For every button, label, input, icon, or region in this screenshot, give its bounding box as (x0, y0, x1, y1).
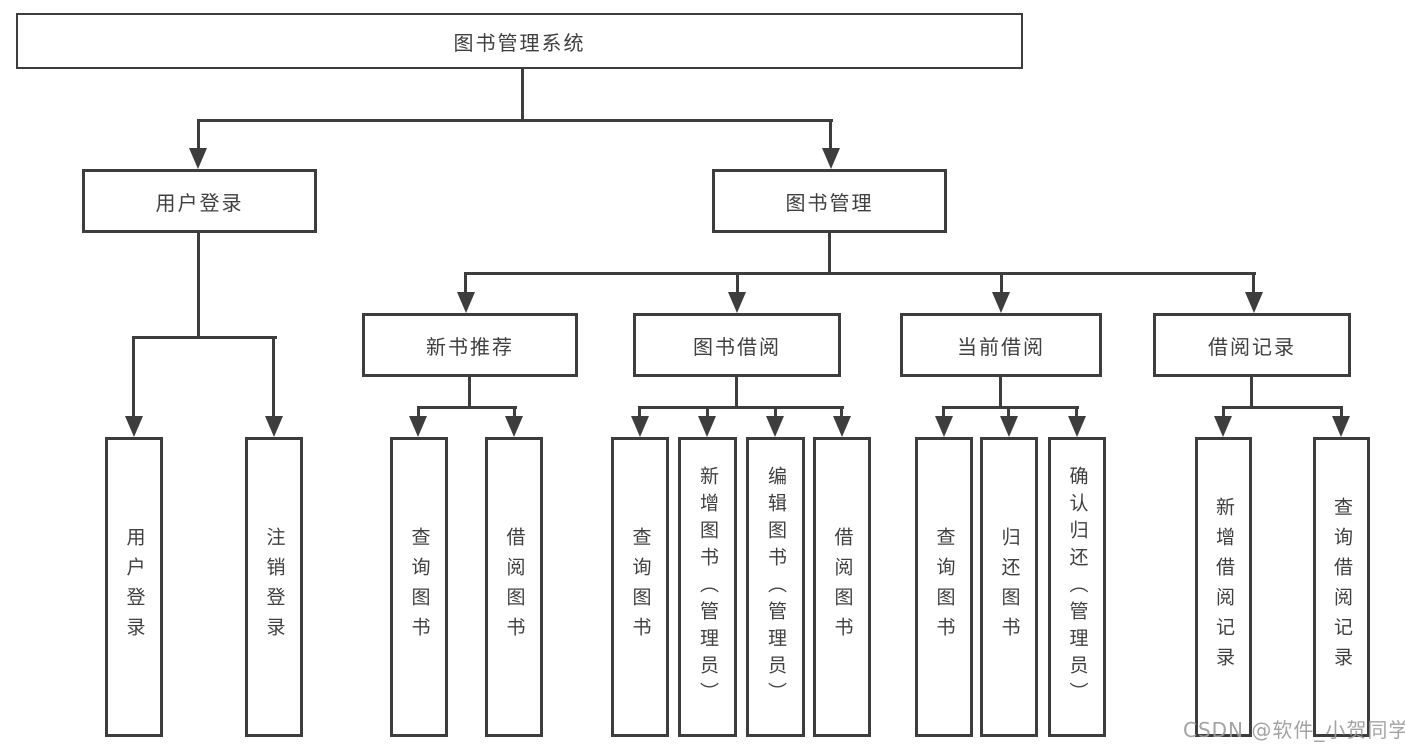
connector-to-book-borrow-stem (736, 272, 739, 297)
connector-book-management-crossbar (464, 272, 1256, 275)
leaf-label: 查询图书 (408, 527, 431, 647)
arrow-down-leaf (698, 416, 716, 437)
node-book-borrowing: 图书借阅 (633, 313, 841, 377)
leaf-label: 注销登录 (263, 527, 286, 647)
arrow-down-leaf-login (125, 416, 143, 437)
connector-leaf-stem (417, 406, 420, 420)
leaf-logout: 注销登录 (245, 437, 303, 737)
connector-to-user-login-stem (197, 119, 200, 153)
connector-leaf-stem (513, 406, 516, 420)
leaf-label: 查询借阅记录 (1331, 497, 1353, 677)
connector-leaf-stem (1222, 406, 1225, 420)
arrow-down-user-login (189, 148, 207, 169)
arrow-down-leaf (505, 416, 523, 437)
arrow-down-leaf (833, 416, 851, 437)
leaf-label: 借阅图书 (831, 527, 854, 647)
node-current-borrowing: 当前借阅 (900, 313, 1102, 377)
leaf-confirm-return-admin: 确认归还（管理员） (1048, 437, 1106, 737)
leaf-label: 新增借阅记录 (1213, 497, 1235, 677)
connector-leaf-stem (638, 406, 641, 420)
leaf-borrow-books-borrowing: 借阅图书 (813, 437, 871, 737)
leaf-edit-book-admin: 编辑图书（管理员） (746, 437, 805, 737)
leaf-return-books: 归还图书 (980, 437, 1038, 737)
arrow-down-leaf (1068, 416, 1086, 437)
connector-borrow-record-crossbar (1222, 406, 1343, 409)
leaf-label: 新增图书（管理员） (697, 465, 719, 709)
node-user-login: 用户登录 (82, 169, 317, 233)
connector-leaf-stem (1007, 406, 1010, 420)
node-library-management-system: 图书管理系统 (16, 13, 1023, 69)
arrow-down-current-borrowing (992, 292, 1010, 313)
connector-to-new-book-stem (464, 272, 467, 297)
leaf-label: 归还图书 (998, 527, 1021, 647)
arrow-down-leaf (766, 416, 784, 437)
node-label: 新书推荐 (426, 334, 514, 359)
connector-book-borrow-crossbar (638, 406, 844, 409)
connector-to-current-borrow-stem (1000, 272, 1003, 297)
leaf-label: 用户登录 (123, 527, 146, 647)
node-borrowing-records: 借阅记录 (1153, 313, 1351, 377)
connector-to-book-management-stem (829, 119, 832, 153)
leaf-add-borrow-record: 新增借阅记录 (1195, 437, 1252, 737)
connector-to-leaf-logout-stem (272, 336, 275, 421)
arrow-down-leaf (1000, 416, 1018, 437)
arrow-down-leaf (1214, 416, 1232, 437)
connector-book-borrow-stem (735, 377, 738, 409)
connector-leaf-stem (942, 406, 945, 420)
arrow-down-leaf (935, 416, 953, 437)
leaf-borrow-books-recommend: 借阅图书 (485, 437, 543, 737)
connector-user-login-stem (197, 232, 200, 339)
connector-root-stem (521, 68, 524, 122)
connector-current-borrow-crossbar (942, 406, 1079, 409)
connector-to-borrow-record-stem (1252, 272, 1255, 297)
arrow-down-leaf (409, 416, 427, 437)
connector-leaf-stem (774, 406, 777, 420)
connector-borrow-record-stem (1250, 377, 1253, 409)
leaf-search-books-current: 查询图书 (915, 437, 973, 737)
leaf-user-login: 用户登录 (105, 437, 163, 737)
leaf-label: 编辑图书（管理员） (765, 465, 787, 709)
arrow-down-leaf (1332, 416, 1350, 437)
leaf-search-borrow-record: 查询借阅记录 (1313, 437, 1370, 737)
leaf-search-books-recommend: 查询图书 (390, 437, 448, 737)
node-label: 用户登录 (155, 190, 244, 215)
connector-new-book-crossbar (417, 406, 517, 409)
leaf-label: 确认归还（管理员） (1066, 465, 1089, 709)
connector-leaf-stem (1340, 406, 1343, 420)
connector-new-book-stem (468, 377, 471, 409)
node-new-book-recommendation: 新书推荐 (362, 313, 578, 377)
connector-leaf-stem (1075, 406, 1078, 420)
connector-leaf-stem (840, 406, 843, 420)
connector-root-crossbar (197, 119, 833, 122)
connector-current-borrow-stem (999, 377, 1002, 409)
arrow-down-new-book-recommendation (457, 292, 475, 313)
leaf-label: 查询图书 (629, 527, 652, 647)
leaf-label: 借阅图书 (503, 527, 526, 647)
leaf-label: 查询图书 (933, 527, 956, 647)
arrow-down-leaf-logout (265, 416, 283, 437)
node-label: 图书借阅 (693, 334, 781, 359)
leaf-add-book-admin: 新增图书（管理员） (678, 437, 737, 737)
node-book-management: 图书管理 (712, 169, 947, 233)
connector-book-management-stem (828, 232, 831, 275)
arrow-down-leaf (631, 416, 649, 437)
leaf-search-books-borrowing: 查询图书 (611, 437, 669, 737)
node-label: 图书管理 (785, 190, 874, 215)
connector-to-leaf-login-stem (132, 336, 135, 421)
connector-user-login-crossbar (132, 336, 277, 339)
node-label: 当前借阅 (957, 334, 1045, 359)
connector-leaf-stem (706, 406, 709, 420)
node-label: 图书管理系统 (453, 30, 586, 55)
arrow-down-borrowing-records (1245, 292, 1263, 313)
arrow-down-book-borrowing (728, 292, 746, 313)
arrow-down-book-management (822, 148, 840, 169)
csdn-watermark: CSDN @软件_小贺同学 (1183, 718, 1405, 742)
node-label: 借阅记录 (1208, 334, 1296, 359)
